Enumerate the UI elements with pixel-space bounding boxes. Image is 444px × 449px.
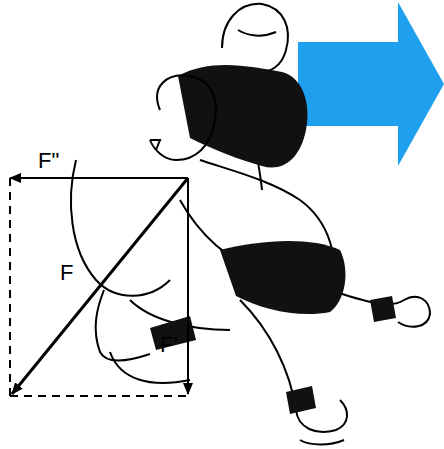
force-label: F' [160,334,178,356]
force-label: F" [38,150,59,172]
sock [370,296,396,322]
shorts [220,241,345,314]
force-label: F [60,262,73,284]
sock [286,386,316,414]
force-vectors [10,178,188,396]
direction-arrow [298,2,444,166]
wrestler-bottom [71,75,430,444]
